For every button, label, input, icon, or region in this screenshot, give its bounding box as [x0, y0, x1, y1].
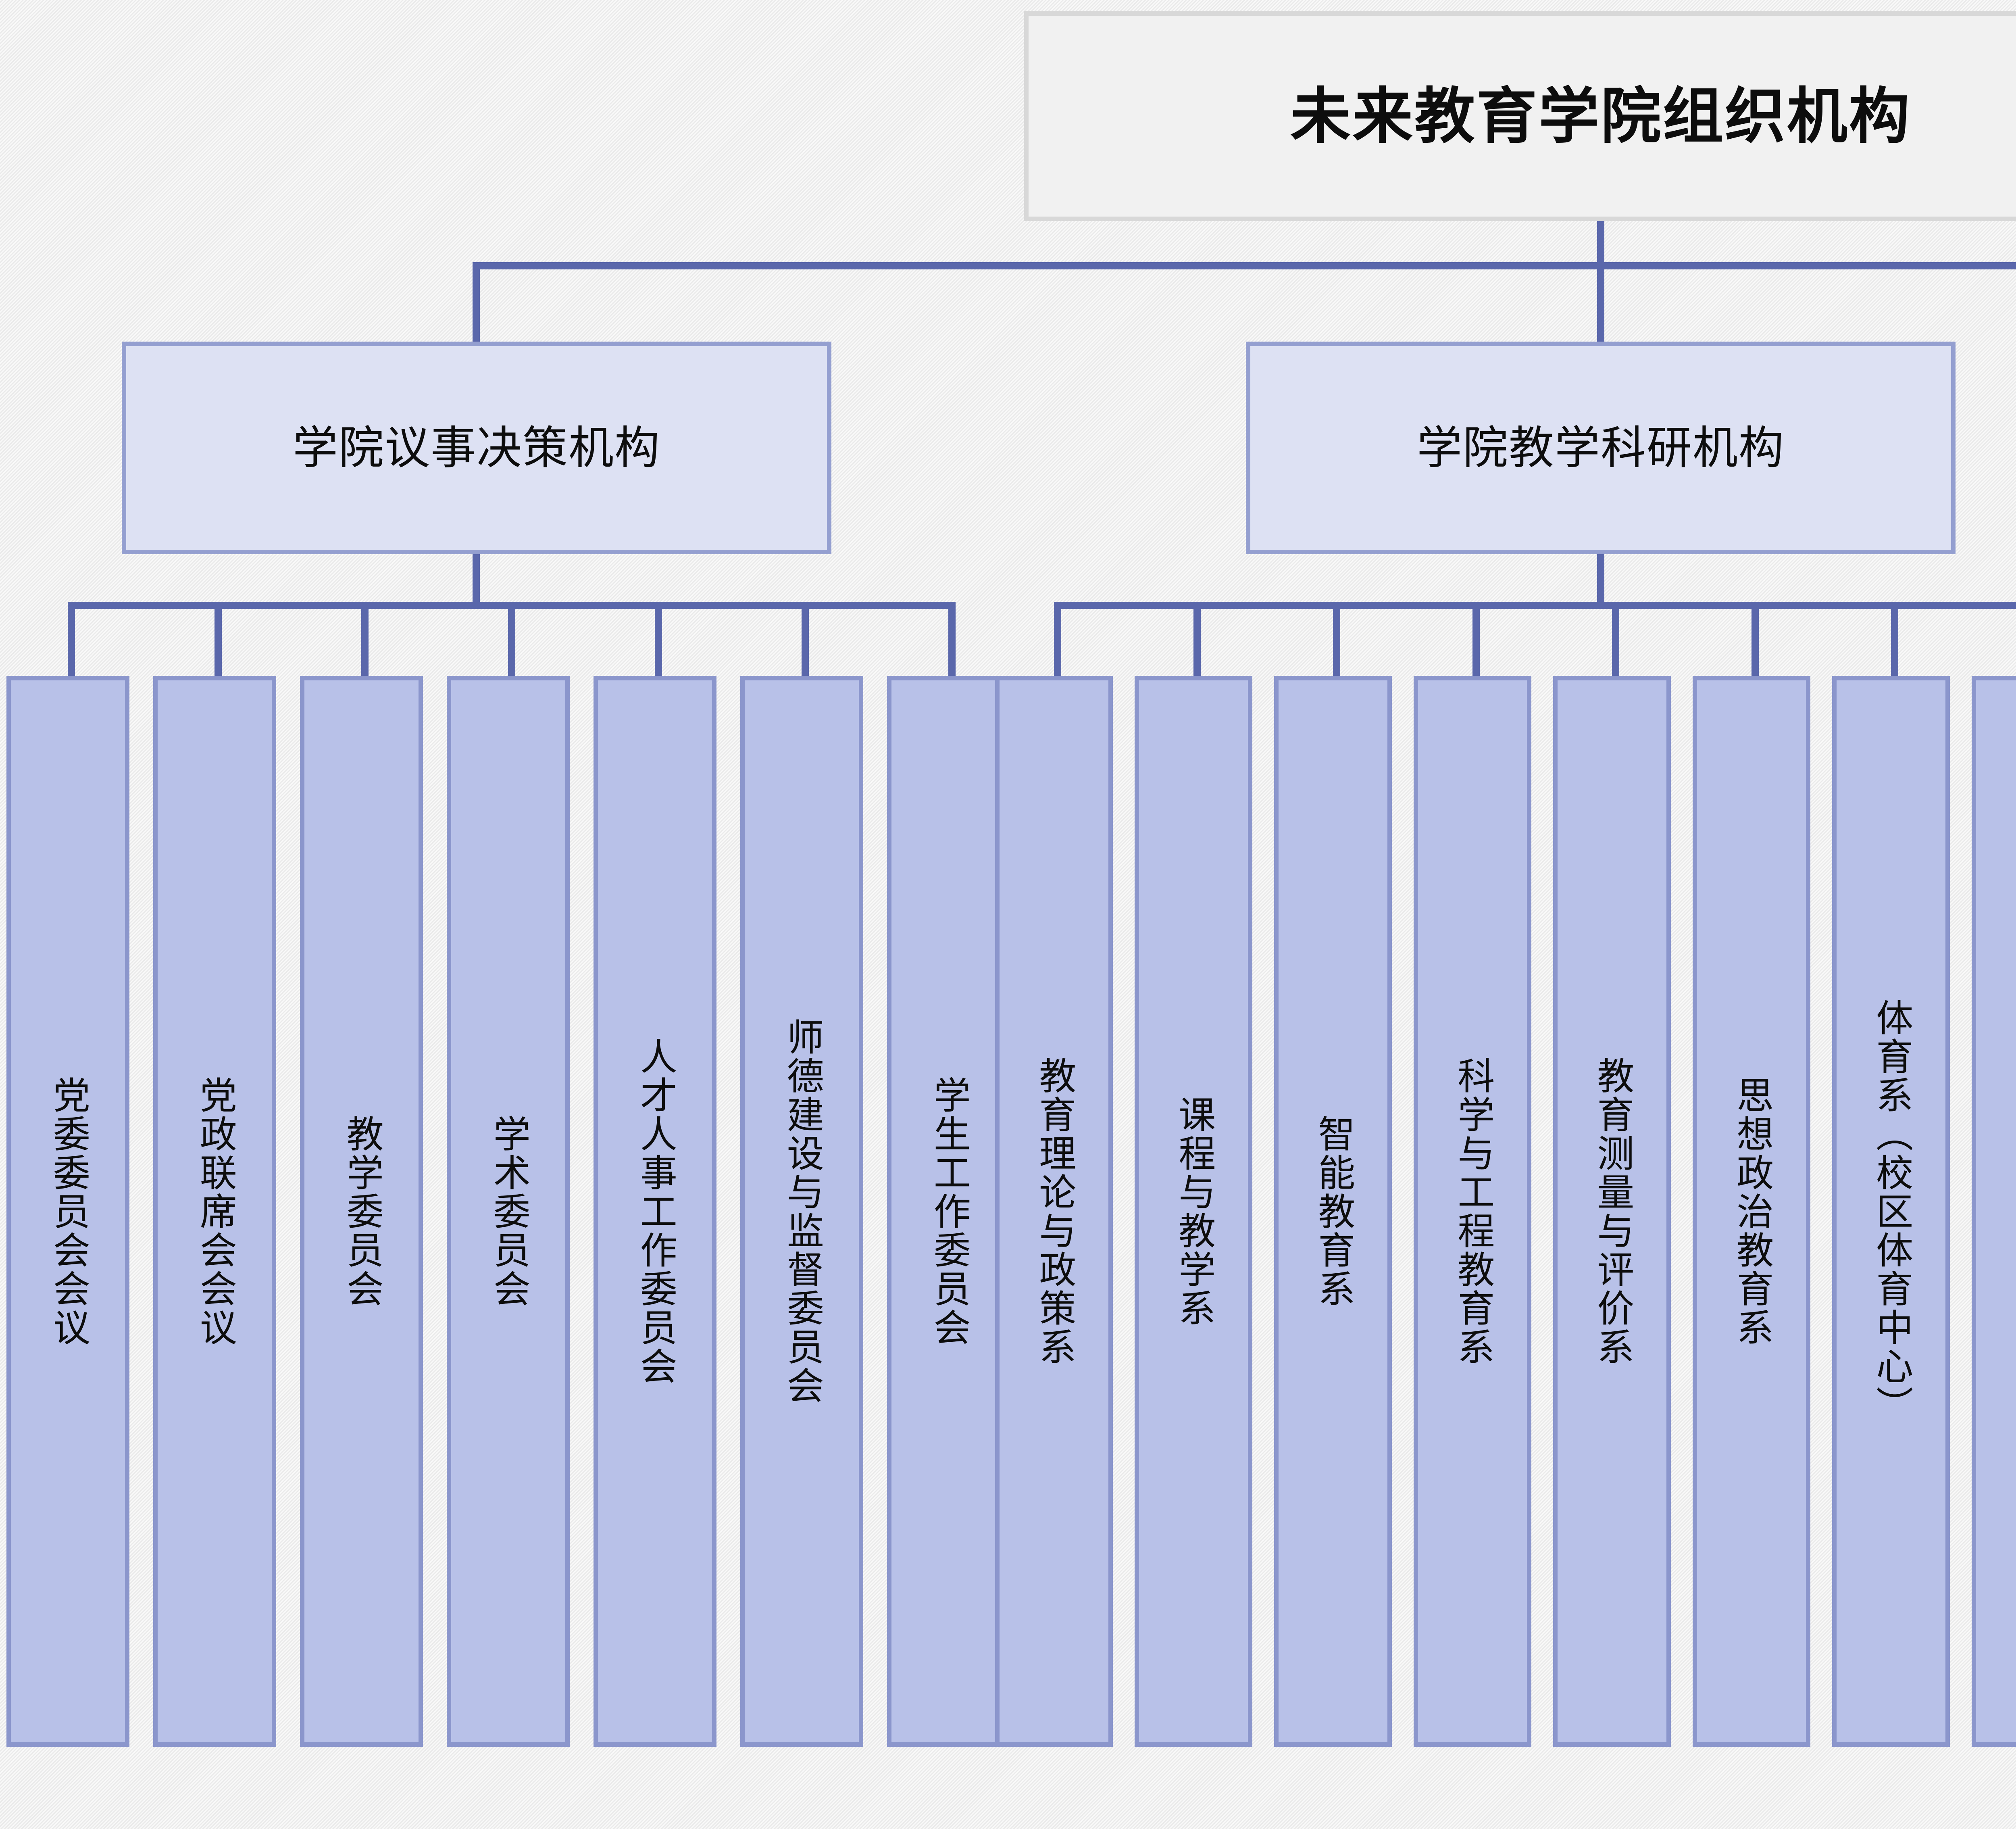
leaf-label-1-1: 党委委员会会议 — [48, 1076, 89, 1347]
leaf-node-1-2[interactable]: 党政联席会会议 — [153, 676, 276, 1747]
leaf-node-2-1[interactable]: 教育理论与政策系 — [995, 676, 1113, 1747]
connector-drop-leaf-1-4 — [508, 602, 515, 678]
connector-drop-leaf-2-5 — [1612, 602, 1619, 678]
leaf-node-2-5[interactable]: 教育测量与评价系 — [1553, 676, 1671, 1747]
connector-drop-leaf-2-3 — [1333, 602, 1340, 678]
connector-drop-leaf-1-1 — [68, 602, 75, 678]
leaf-label-2-2: 课程与教学系 — [1173, 1095, 1214, 1328]
connector-drop-leaf-2-6 — [1752, 602, 1759, 678]
connector-branch-1-stem — [473, 554, 480, 609]
leaf-label-2-8: 艺术教育系（校区美育中心） — [2010, 959, 2016, 1463]
connector-drop-leaf-2-4 — [1472, 602, 1480, 678]
connector-drop-branch-1 — [473, 262, 480, 345]
leaf-node-1-6[interactable]: 师德建设与监督委员会 — [740, 676, 863, 1747]
root-node-title[interactable]: 未来教育学院组织机构 — [1024, 11, 2016, 221]
leaf-label-2-3: 智能教育系 — [1312, 1114, 1354, 1308]
connector-drop-leaf-2-7 — [1891, 602, 1898, 678]
leaf-node-1-7[interactable]: 学生工作委员会 — [887, 676, 1010, 1747]
connector-drop-leaf-2-1 — [1054, 602, 1061, 678]
leaf-label-1-7: 学生工作委员会 — [928, 1076, 970, 1347]
connector-drop-leaf-1-3 — [361, 602, 369, 678]
leaf-label-1-5: 人才人事工作委员会 — [635, 1037, 676, 1386]
connector-drop-leaf-1-6 — [802, 602, 809, 678]
leaf-label-2-5: 教育测量与评价系 — [1591, 1056, 1633, 1366]
connector-branch-2-stem — [1597, 554, 1604, 609]
leaf-node-1-1[interactable]: 党委委员会会议 — [6, 676, 129, 1747]
connector-root-stem — [1597, 221, 1604, 265]
leaf-label-2-6: 思想政治教育系 — [1731, 1076, 1772, 1347]
leaf-label-1-4: 学术委员会 — [488, 1114, 529, 1308]
connector-root-bus — [473, 262, 2016, 269]
leaf-node-1-5[interactable]: 人才人事工作委员会 — [594, 676, 716, 1747]
branch-node-1[interactable]: 学院议事决策机构 — [122, 342, 831, 554]
leaf-label-2-7: 体育系（校区体育中心） — [1870, 998, 1912, 1424]
branch-node-2[interactable]: 学院教学科研机构 — [1246, 342, 1956, 554]
leaf-node-2-3[interactable]: 智能教育系 — [1274, 676, 1392, 1747]
leaf-node-2-2[interactable]: 课程与教学系 — [1135, 676, 1252, 1747]
connector-drop-leaf-1-5 — [655, 602, 662, 678]
connector-drop-leaf-2-2 — [1193, 602, 1201, 678]
leaf-label-2-4: 科学与工程教育系 — [1452, 1056, 1493, 1366]
leaf-label-1-3: 教学委员会 — [341, 1114, 383, 1308]
leaf-node-2-8[interactable]: 艺术教育系（校区美育中心） — [1972, 676, 2016, 1747]
leaf-node-1-4[interactable]: 学术委员会 — [447, 676, 570, 1747]
connector-drop-leaf-1-2 — [215, 602, 222, 678]
leaf-label-1-6: 师德建设与监督委员会 — [781, 1018, 823, 1405]
page-title: 未来教育学院组织机构 — [1290, 82, 1911, 150]
leaf-node-1-3[interactable]: 教学委员会 — [300, 676, 423, 1747]
branch-label-2: 学院教学科研机构 — [1417, 422, 1785, 473]
leaf-node-2-7[interactable]: 体育系（校区体育中心） — [1832, 676, 1950, 1747]
connector-drop-leaf-1-7 — [948, 602, 956, 678]
leaf-label-2-1: 教育理论与政策系 — [1033, 1056, 1075, 1366]
leaf-label-1-2: 党政联席会会议 — [194, 1076, 236, 1347]
leaf-node-2-4[interactable]: 科学与工程教育系 — [1414, 676, 1531, 1747]
leaf-node-2-6[interactable]: 思想政治教育系 — [1693, 676, 1810, 1747]
connector-drop-branch-2 — [1597, 262, 1604, 345]
branch-label-1: 学院议事决策机构 — [293, 422, 660, 473]
